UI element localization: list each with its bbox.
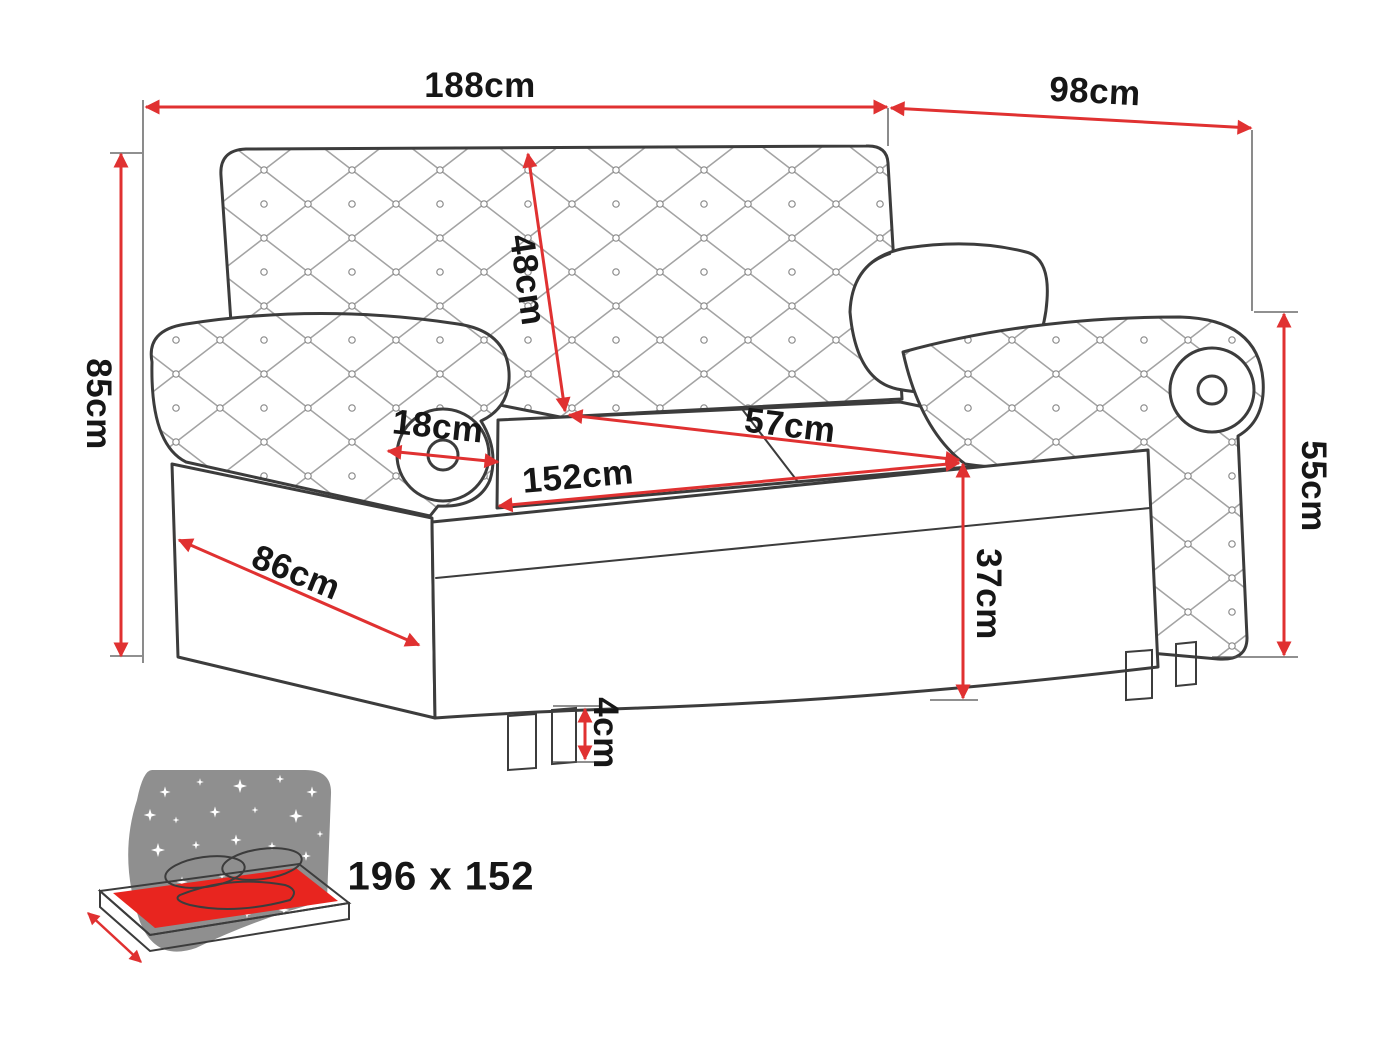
bed-icon (87, 770, 352, 963)
dim-line-seat-width (497, 456, 961, 513)
bed-pillow (221, 847, 303, 881)
dim-overall-height-label: 85cm (79, 358, 118, 450)
sleeping-area-label: 196 x 152 (347, 854, 535, 899)
dim-line-depth (889, 101, 1253, 135)
dim-overall-depth-label: 98cm (1048, 69, 1142, 114)
bed-length-arrow (87, 912, 142, 963)
guide-lines (110, 100, 1298, 763)
dim-seat-height-label: 37cm (969, 548, 1008, 640)
dim-leg-height-label: 4cm (586, 697, 625, 769)
dim-line-armrest (386, 444, 500, 469)
sofa-base (430, 448, 1160, 720)
dim-line-backrest (522, 152, 571, 413)
mattress-sleeping-surface (113, 868, 338, 928)
dimension-lines (113, 99, 1292, 761)
dim-overall-width-label: 188cm (424, 66, 536, 105)
dim-arm-height-label: 55cm (1294, 440, 1333, 532)
mattress-side (99, 888, 350, 953)
dim-line-seat-depth (567, 409, 961, 466)
dim-line-side-depth (177, 538, 421, 647)
bed-sheet (176, 880, 295, 910)
sofa-drawing (149, 144, 1265, 772)
